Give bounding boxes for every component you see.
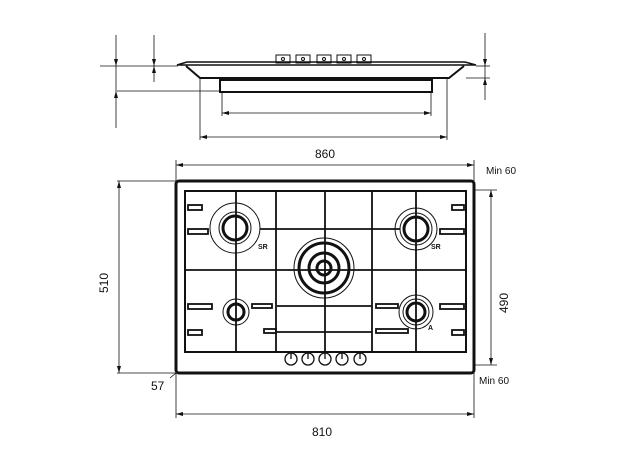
burner-bottom-right [398,294,434,330]
dimension-arrows [114,59,493,416]
dimension-depth: 510 [97,272,112,294]
dimension-min-front: Min 60 [479,376,510,387]
top-view [174,179,476,375]
dimension-min-back: Min 60 [486,166,517,177]
burner-center-wok [293,237,355,299]
dimension-cutout-depth: 490 [497,292,512,314]
dimension-top-width: 860 [315,147,336,161]
dimension-cutout-width: 810 [312,425,333,439]
control-knobs [284,352,367,366]
burner-bottom-left [222,298,250,326]
grate [185,191,466,352]
burner-top-left [209,202,261,254]
burner-label-top-left: SR [258,244,268,251]
burner-label-bottom-right: A [428,325,434,332]
dimension-front-offset: 57 [151,379,165,393]
burner-top-right [394,207,438,251]
dimension-lines [117,160,497,418]
burner-label-top-right: SR [431,244,441,251]
side-view [100,33,490,140]
